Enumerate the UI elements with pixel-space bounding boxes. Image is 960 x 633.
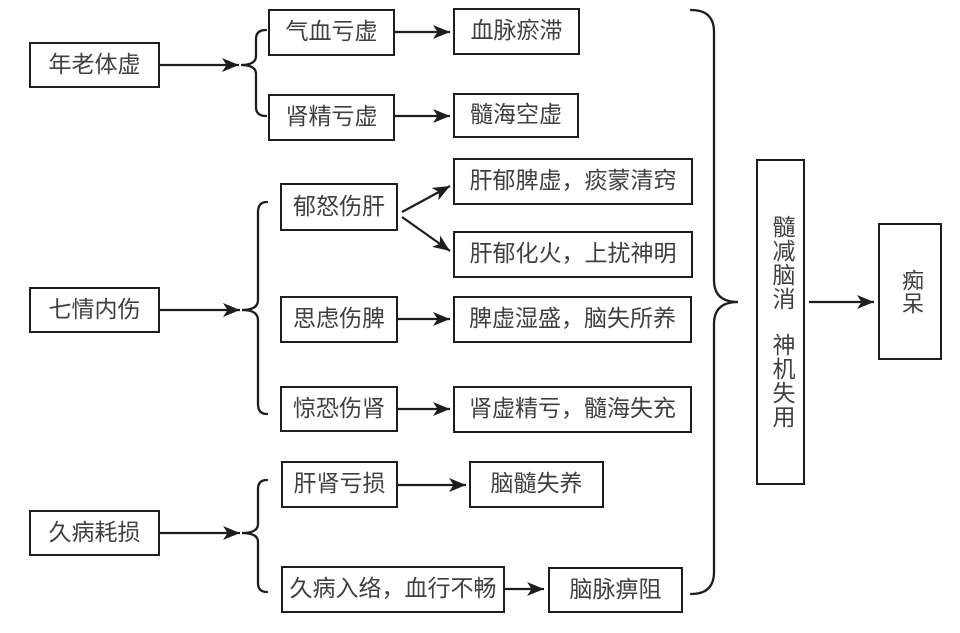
fork-brace-emotion <box>241 200 269 416</box>
node-label: 脑脉痹阻 <box>569 576 662 603</box>
node-seven-emotions: 七情内伤 <box>29 287 160 333</box>
node-chronic-collaterals: 久病入络，血行不畅 <box>281 566 505 613</box>
mechanism-line-2: 神机失用 <box>768 333 794 429</box>
node-label: 久病入络，血行不畅 <box>289 576 497 602</box>
node-spleen-damp-brain: 脾虚湿盛，脑失所养 <box>453 296 692 343</box>
node-label: 气血亏虚 <box>285 19 378 45</box>
node-blood-stasis: 血脉瘀滞 <box>453 8 580 55</box>
node-label: 脾虚湿盛，脑失所养 <box>469 306 676 332</box>
node-label: 髓海空虚 <box>470 102 562 128</box>
node-kidney-essence-loss: 肾虚精亏，髓海失充 <box>453 386 692 433</box>
node-liver-kidney-loss: 肝肾亏损 <box>281 461 398 508</box>
node-fear-injures-kidney: 惊恐伤肾 <box>280 386 398 432</box>
node-qi-blood-deficiency: 气血亏虚 <box>268 9 395 56</box>
arrow-liver-to-phlegm <box>401 185 451 213</box>
merge-brace-outcome <box>689 8 739 596</box>
node-label: 脑髓失养 <box>490 471 583 497</box>
node-label: 惊恐伤肾 <box>293 395 385 422</box>
node-liver-fire-disturbs: 肝郁化火，上扰神明 <box>453 231 693 278</box>
node-kidney-essence-deficiency: 肾精亏虚 <box>268 94 395 141</box>
node-anger-injures-liver: 郁怒伤肝 <box>280 183 398 231</box>
node-label: 思虑伤脾 <box>293 306 385 332</box>
node-chronic-illness: 久病耗损 <box>29 510 160 556</box>
node-mechanism: 髓减脑消 神机失用 <box>756 159 805 485</box>
fork-brace-aging <box>240 28 268 118</box>
node-label: 肾虚精亏，髓海失充 <box>469 396 676 422</box>
node-label: 肝郁脾虚，痰蒙清窍 <box>469 168 677 194</box>
node-label: 郁怒伤肝 <box>293 193 385 220</box>
node-liver-spleen-phlegm: 肝郁脾虚，痰蒙清窍 <box>453 158 693 205</box>
node-brain-marrow-malnourished: 脑髓失养 <box>469 461 604 508</box>
node-label: 肾精亏虚 <box>285 104 378 130</box>
node-outcome-dementia: 痴呆 <box>878 223 942 360</box>
node-brain-vessel-obstruction: 脑脉痹阻 <box>548 567 683 613</box>
node-marrow-sea-empty: 髓海空虚 <box>453 93 579 138</box>
node-label: 年老体虚 <box>48 51 141 78</box>
mechanism-line-1: 髓减脑消 <box>768 215 794 311</box>
node-label: 七情内伤 <box>48 296 141 323</box>
node-label: 血脉瘀滞 <box>470 18 563 44</box>
outcome-label: 痴呆 <box>898 268 923 315</box>
arrow-liver-to-fire <box>401 216 451 252</box>
node-label: 久病耗损 <box>48 519 141 546</box>
fork-brace-illness <box>241 478 269 594</box>
node-label: 肝肾亏损 <box>293 471 386 497</box>
node-label: 肝郁化火，上扰神明 <box>469 241 677 267</box>
node-thought-injures-spleen: 思虑伤脾 <box>280 296 398 343</box>
node-aging-deficiency: 年老体虚 <box>29 42 160 88</box>
